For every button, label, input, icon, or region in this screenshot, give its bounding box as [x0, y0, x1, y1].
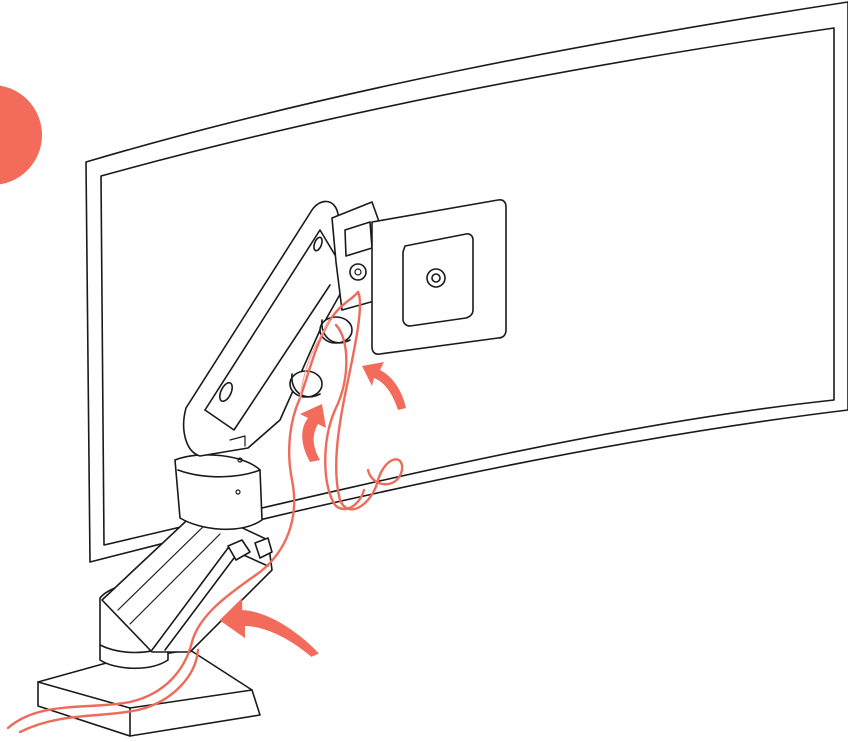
step-circle-icon — [0, 85, 42, 185]
cable-clip-lower — [290, 371, 322, 397]
vesa-plate — [372, 200, 506, 354]
arm-elbow-joint — [175, 455, 262, 529]
